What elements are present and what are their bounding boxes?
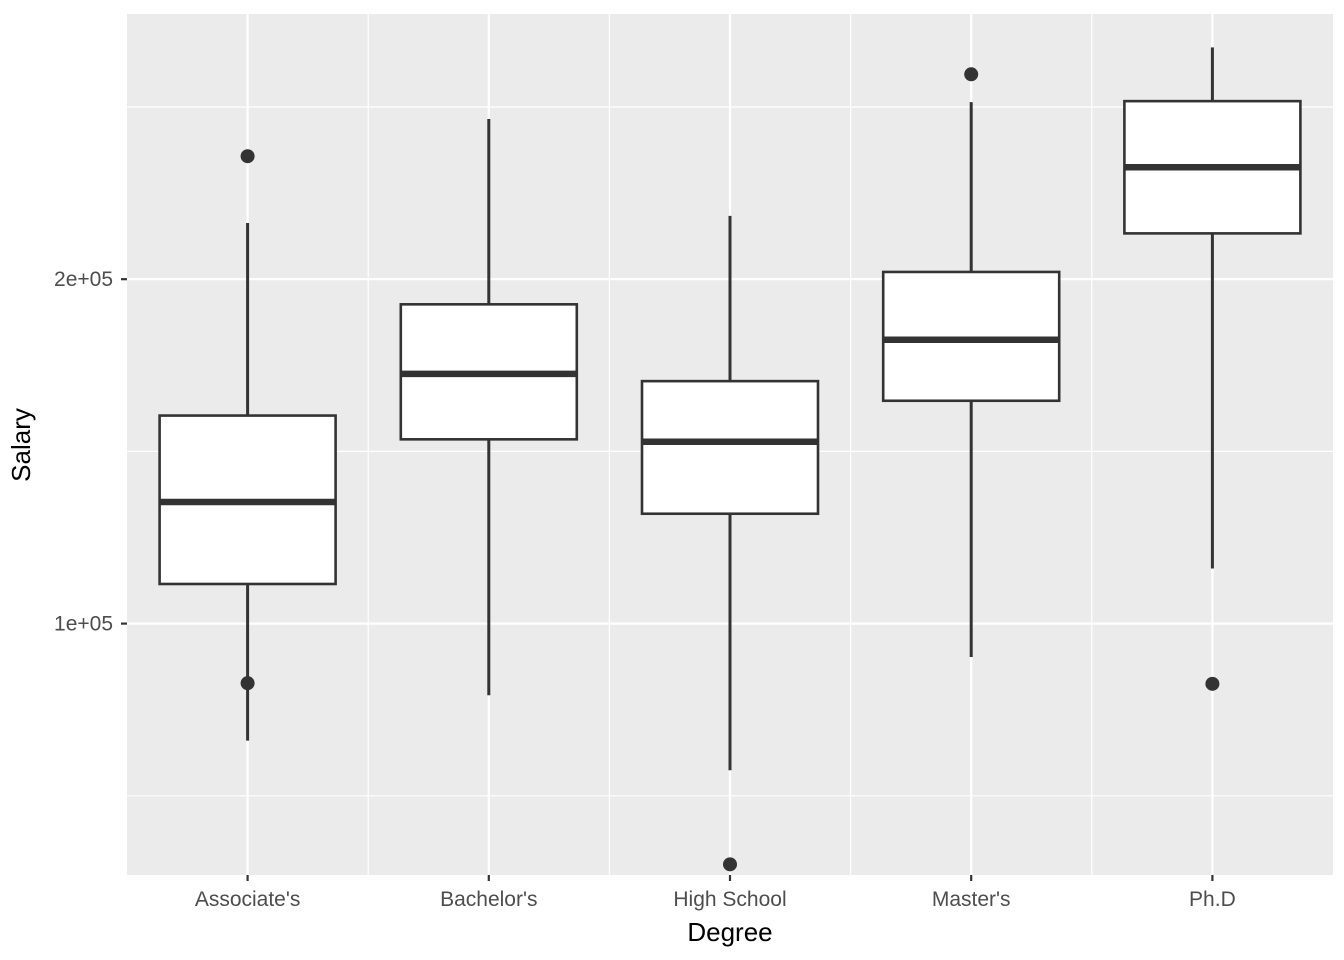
outlier-point [964, 67, 979, 82]
x-tick-label: Bachelor's [440, 888, 537, 911]
box-iqr [640, 379, 820, 516]
y-axis-ticks: 1e+05 2e+05 [54, 268, 127, 636]
x-axis-ticks: Associate's Bachelor's High School Master's… [195, 875, 1236, 911]
outlier-point [723, 857, 737, 872]
box-iqr [881, 270, 1061, 403]
boxplot-group [158, 149, 337, 741]
x-tick-label: Associate's [195, 888, 301, 911]
x-axis-title: Degree [687, 917, 772, 947]
y-axis-title: Salary [6, 408, 36, 482]
boxplot-group [640, 215, 820, 872]
y-tick-label: 2e+05 [54, 268, 113, 291]
x-tick-label: Ph.D [1189, 888, 1236, 911]
x-tick-label: Master's [932, 888, 1011, 911]
outlier-point [240, 149, 255, 164]
boxplot-group [1123, 47, 1302, 691]
y-tick-label: 1e+05 [54, 613, 113, 636]
boxplot-group [399, 119, 579, 696]
boxplot-series [158, 47, 1302, 872]
outlier-point [1205, 676, 1220, 691]
x-tick-label: High School [673, 888, 786, 911]
boxplot-group [881, 67, 1061, 657]
outlier-point [240, 676, 255, 691]
